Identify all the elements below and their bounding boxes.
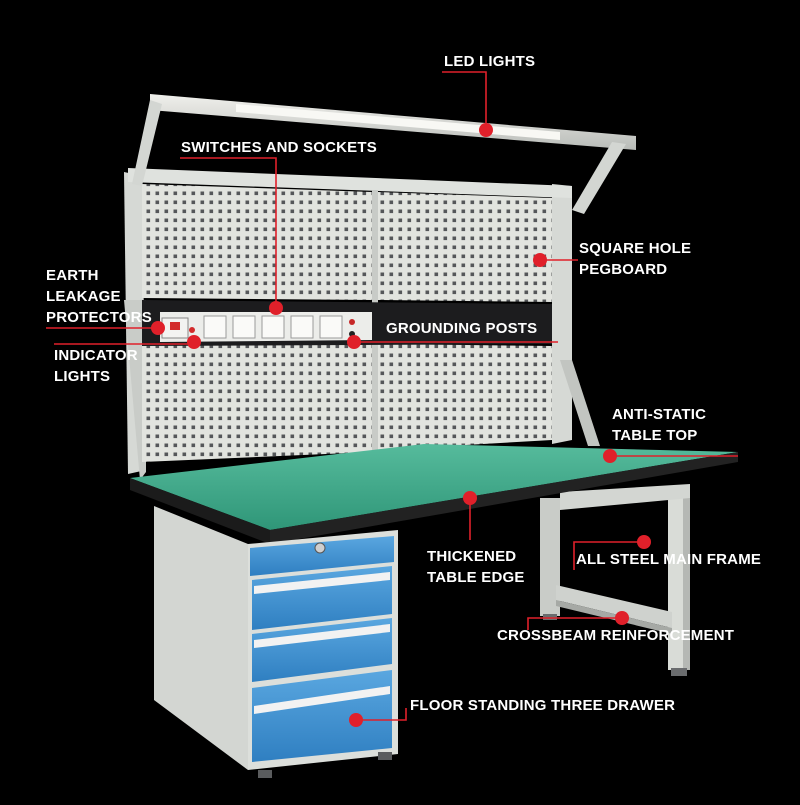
socket-1 (203, 315, 227, 339)
leader-lines (46, 71, 738, 721)
leader-switches (180, 157, 277, 306)
socket-5 (319, 315, 343, 339)
dot-table-edge (463, 491, 477, 505)
callout-pegboard-line-2: PEGBOARD (579, 261, 668, 278)
table-edge-front (130, 478, 270, 544)
leader-drawer (356, 708, 407, 721)
dot-led (479, 123, 493, 137)
lamp-right-arm (572, 142, 626, 214)
anti-static-mat (130, 444, 738, 530)
pegboard-upper-right (378, 192, 552, 302)
led-lamp (132, 94, 636, 214)
dot-drawer (349, 713, 363, 727)
top-rail (128, 168, 572, 198)
callout-crossbeam-line-1: CROSSBEAM REINFORCEMENT (497, 627, 735, 644)
socket-4 (290, 315, 314, 339)
callout-floor-standing-three-drawer: FLOOR STANDING THREE DRAWER (410, 695, 675, 716)
callout-grounding-posts: GROUNDING POSTS (386, 318, 537, 339)
pegboard-lower-left (142, 344, 372, 462)
callout-indicator-lights: INDICATOR LIGHTS (54, 345, 138, 387)
table-edge-right (270, 452, 738, 544)
drawer-lock (314, 542, 326, 554)
right-upright (552, 184, 572, 444)
callout-led-lights-line-1: LED LIGHTS (444, 53, 536, 70)
callout-table-edge-line-1: THICKENED (427, 548, 517, 565)
drawer-cabinet (154, 506, 398, 778)
callout-crossbeam-reinforcement: CROSSBEAM REINFORCEMENT (497, 625, 734, 646)
left-gusset (124, 300, 146, 480)
callout-all-steel-main-frame: ALL STEEL MAIN FRAME (576, 549, 761, 570)
lamp-left-arm (132, 100, 162, 186)
callout-led-lights: LED LIGHTS (444, 51, 535, 72)
callout-table-edge-line-2: TABLE EDGE (427, 569, 525, 586)
dot-switches (269, 301, 283, 315)
dot-anti-static (603, 449, 617, 463)
callout-grounding-line-1: GROUNDING POSTS (386, 320, 538, 337)
callout-anti-static-line-2: TABLE TOP (612, 427, 698, 444)
dot-crossbeam (615, 611, 629, 625)
leader-crossbeam (527, 617, 622, 630)
crossbeam-side (556, 600, 672, 634)
switches-and-sockets (161, 315, 355, 339)
callout-pegboard-line-1: SQUARE HOLE (579, 240, 692, 257)
crossbeam (556, 585, 672, 628)
callout-indicator-line-2: LIGHTS (54, 368, 111, 385)
table-top (130, 444, 738, 544)
pegboard-lower-right (378, 344, 552, 450)
callout-earth-line-3: PROTECTORS (46, 309, 152, 326)
grounding-post-1 (349, 319, 355, 325)
dot-earth (151, 321, 165, 335)
cabinet-foot-left (258, 770, 272, 778)
leader-main-frame (573, 541, 644, 570)
upright-frame (124, 168, 600, 480)
callout-thickened-table-edge: THICKENED TABLE EDGE (427, 546, 525, 588)
socket-2 (232, 315, 256, 339)
drawer-1-handle (254, 572, 390, 594)
callout-indicator-line-1: INDICATOR (54, 347, 138, 364)
dot-pegboard (533, 253, 547, 267)
callout-anti-static-table-top: ANTI-STATIC TABLE TOP (612, 404, 706, 446)
front-leg-shadow (683, 490, 690, 670)
cabinet-foot-right (378, 752, 392, 760)
callout-earth-line-1: EARTH (46, 267, 99, 284)
drawer-2-handle (254, 624, 390, 648)
right-brace (560, 360, 600, 446)
side-apron (560, 484, 690, 510)
cabinet-body (154, 506, 248, 770)
callout-drawer-line-1: FLOOR STANDING THREE DRAWER (410, 697, 676, 714)
callout-square-hole-pegboard: SQUARE HOLE PEGBOARD (579, 238, 691, 280)
marker-dots (151, 123, 651, 727)
led-tube (236, 104, 560, 140)
leakage-switch (170, 322, 180, 330)
leader-led (442, 71, 487, 130)
main-frame (540, 484, 690, 676)
callout-main-frame-line-1: ALL STEEL MAIN FRAME (576, 551, 762, 568)
callout-anti-static-line-1: ANTI-STATIC (612, 406, 707, 423)
dot-indicator (187, 335, 201, 349)
callout-switches-line-1: SWITCHES AND SOCKETS (181, 139, 377, 156)
dot-main-frame (637, 535, 651, 549)
dot-grounding (347, 335, 361, 349)
pegboard-upper-left (142, 184, 372, 300)
drawer-3-handle (254, 686, 390, 714)
callout-earth-line-2: LEAKAGE (46, 288, 121, 305)
callout-switches-and-sockets: SWITCHES AND SOCKETS (181, 137, 377, 158)
rear-leg (540, 498, 560, 616)
rear-foot (543, 614, 557, 620)
callout-earth-leakage-protectors: EARTH LEAKAGE PROTECTORS (46, 265, 152, 328)
leg-foot (671, 668, 687, 676)
drawer-top-strip (250, 536, 394, 576)
socket-3 (261, 315, 285, 339)
indicator-light (189, 327, 195, 333)
